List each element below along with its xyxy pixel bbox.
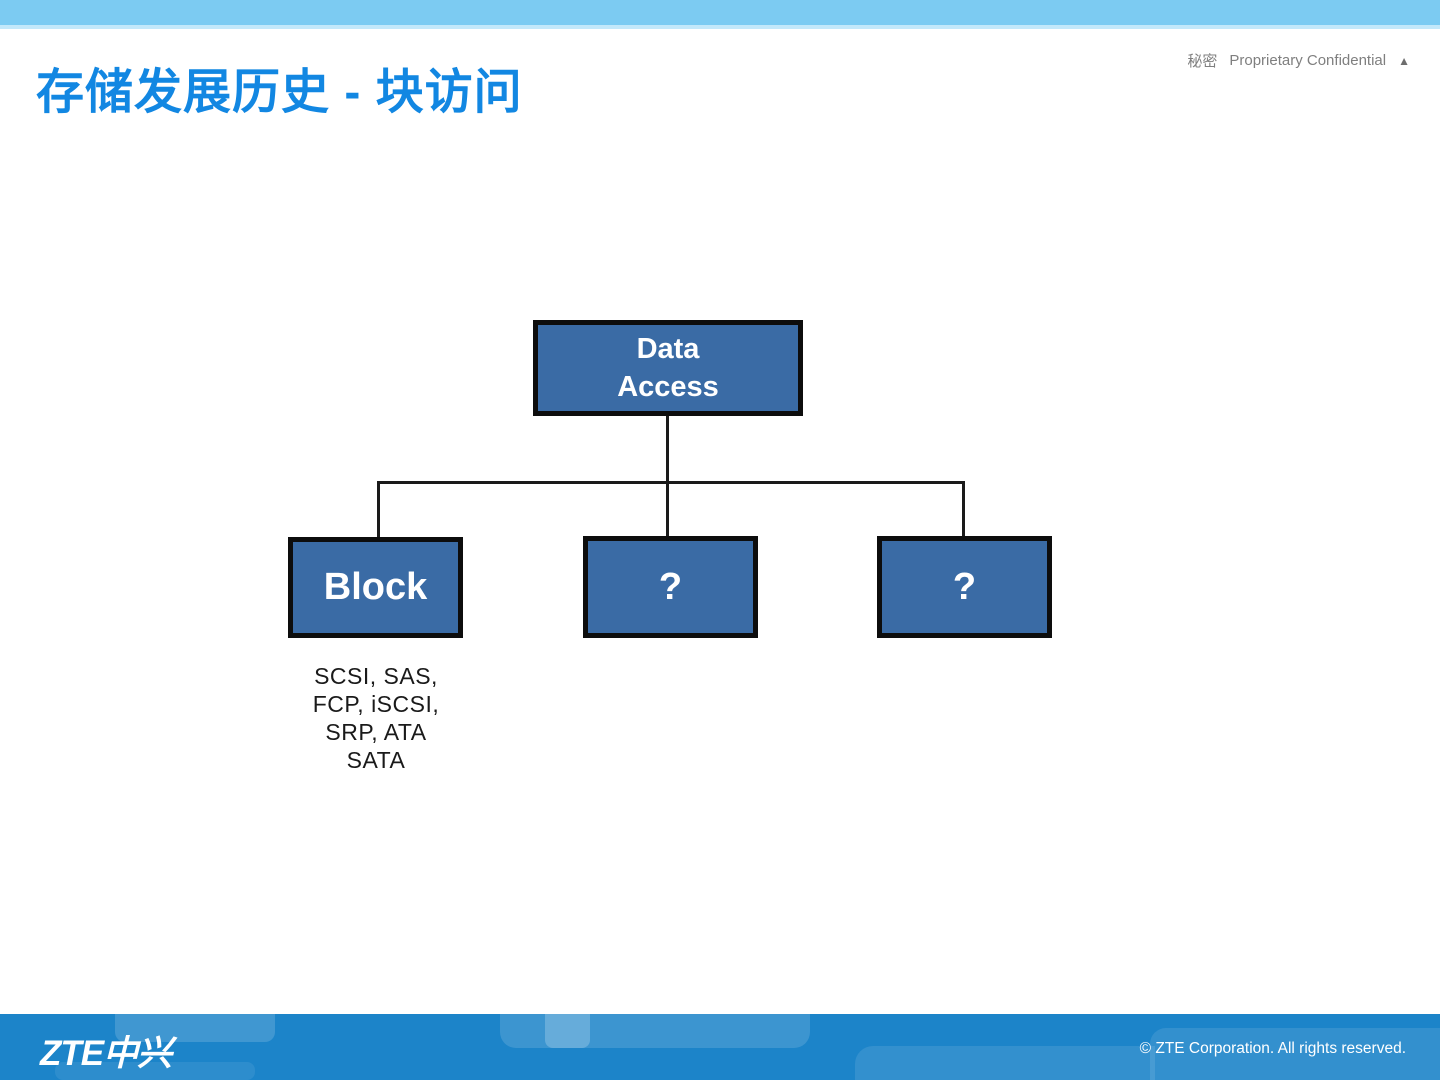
top-accent-strip-edge — [0, 25, 1440, 29]
node-question-1: ? — [583, 536, 758, 638]
page-title: 存储发展历史 - 块访问 — [36, 66, 523, 119]
classification-triangle-icon: ▲ — [1398, 53, 1410, 68]
node-question-2: ? — [877, 536, 1052, 638]
copyright-text: © ZTE Corporation. All rights reserved. — [1139, 1040, 1406, 1057]
connector-horizontal — [377, 481, 965, 484]
connector-middle-vertical — [666, 481, 669, 538]
footer-bar: ZTE中兴 © ZTE Corporation. All rights rese… — [0, 1014, 1440, 1080]
footer-decor-shape — [115, 1014, 275, 1042]
classification-en: Proprietary Confidential — [1229, 52, 1387, 69]
connector-right-vertical — [962, 481, 965, 538]
footer-decor-shape — [55, 1062, 255, 1080]
classification-cn: 秘密 — [1187, 53, 1218, 70]
block-protocols-note: SCSI, SAS, FCP, iSCSI, SRP, ATA SATA — [312, 663, 440, 773]
footer-decor-shape — [500, 1014, 810, 1048]
zte-logo: ZTE中兴 — [40, 1034, 172, 1073]
footer-decor-shape — [855, 1046, 1155, 1080]
node-data-access: Data Access — [533, 320, 803, 416]
node-block: Block — [288, 537, 463, 638]
connector-root-vertical — [666, 412, 669, 483]
classification-label: 秘密 Proprietary Confidential ▲ — [1187, 50, 1410, 71]
footer-decor-shape — [1150, 1028, 1440, 1080]
top-accent-strip — [0, 0, 1440, 25]
connector-left-vertical — [377, 481, 380, 539]
footer-decor-shape — [545, 1014, 590, 1048]
